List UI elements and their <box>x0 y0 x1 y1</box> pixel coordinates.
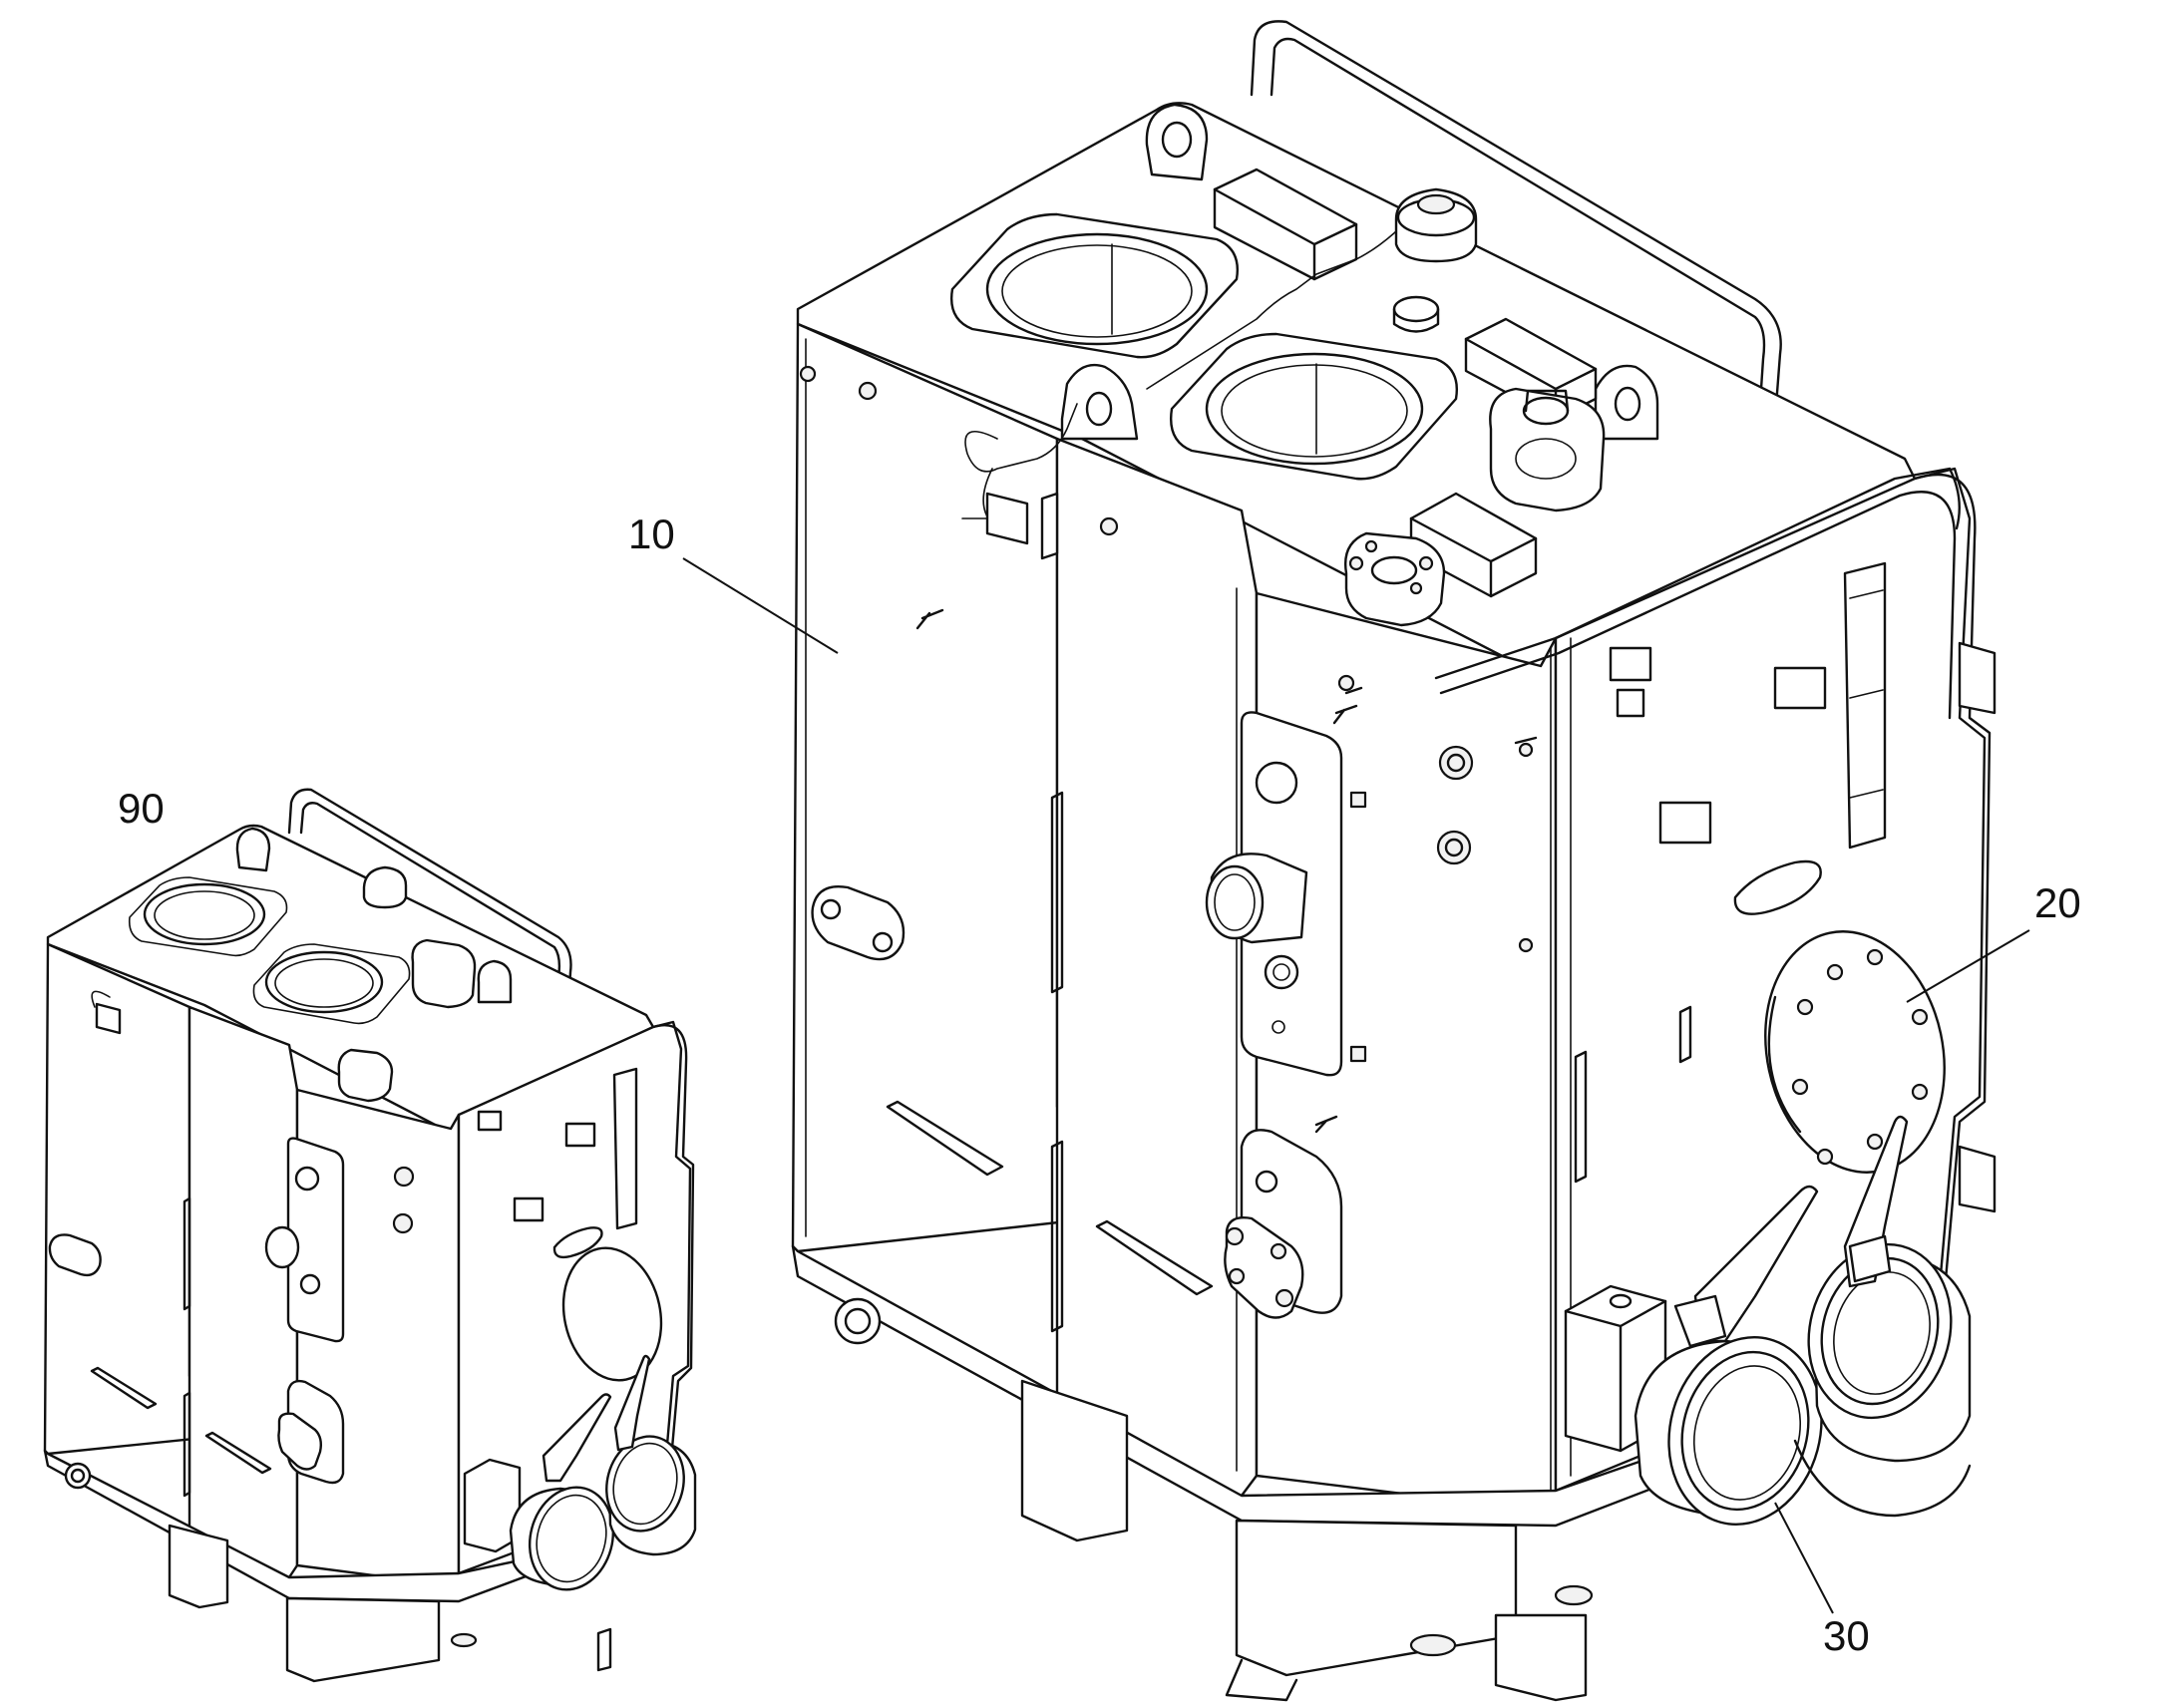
callouts: 90 10 20 30 <box>118 511 2081 1659</box>
sensor-cap <box>1394 187 1478 263</box>
small-assembly <box>43 788 697 1683</box>
top-clamp-flange <box>1344 531 1446 627</box>
blind-flange <box>1764 930 1946 1174</box>
callout-10: 10 <box>628 511 675 557</box>
callout-90: 90 <box>118 785 165 832</box>
leader-line-30 <box>1774 1502 1834 1614</box>
lifting-eye-front-left <box>1060 363 1139 441</box>
carry-handle <box>1250 20 1782 421</box>
front-panel <box>1055 437 1259 1498</box>
callout-20: 20 <box>2034 879 2081 926</box>
connector-box <box>985 492 1029 545</box>
leader-line-10 <box>682 557 839 654</box>
clamp-lever-left <box>1693 1185 1819 1343</box>
top-valve <box>1489 387 1606 512</box>
leader-line-20 <box>1906 929 2030 1003</box>
lifting-eye-rear <box>1145 103 1209 181</box>
outlet-flange-left <box>1634 1336 1823 1526</box>
lifting-eye-front-right <box>1594 364 1659 441</box>
outlet-flange-right <box>1793 1242 1972 1518</box>
large-assembly <box>791 20 1997 1702</box>
left-oval-plate <box>811 885 906 961</box>
callout-30: 30 <box>1823 1612 1870 1659</box>
